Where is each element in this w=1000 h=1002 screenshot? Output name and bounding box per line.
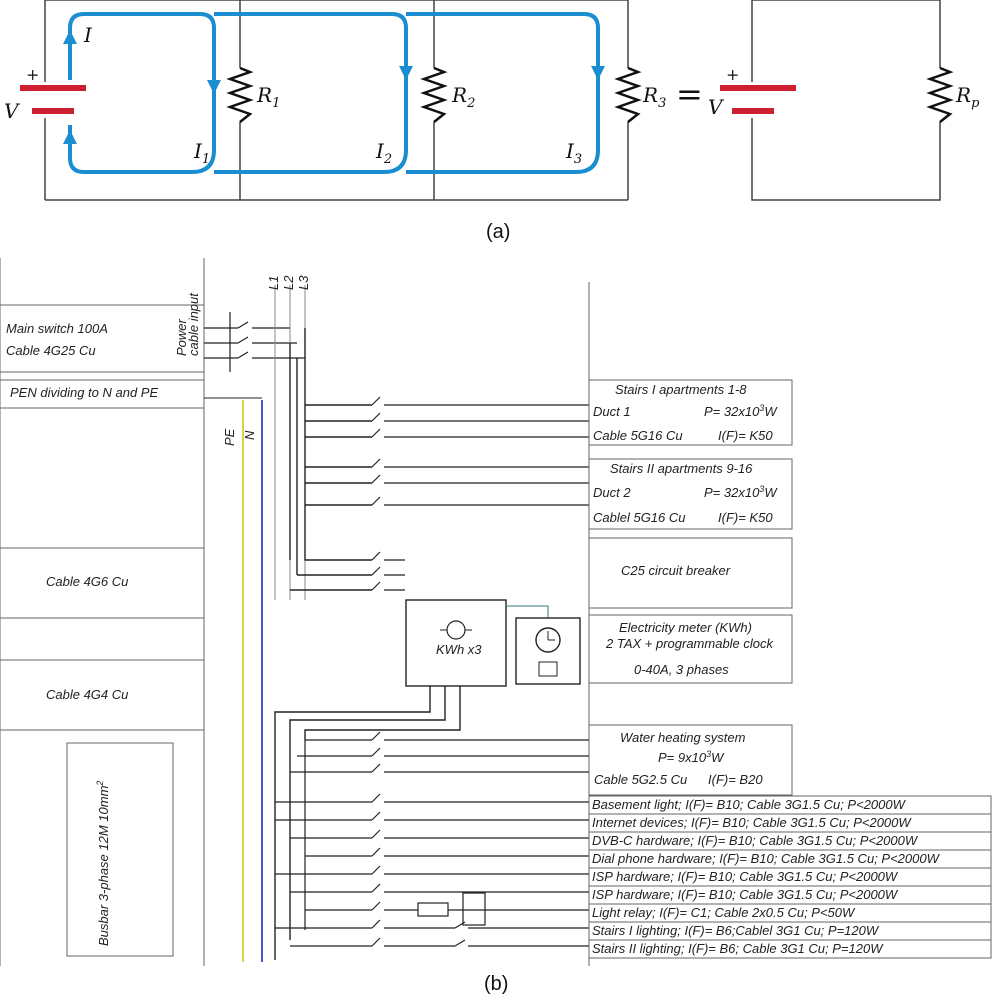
meter-box: Electricity meter (KWh) 2 TAX + programm… xyxy=(605,620,775,677)
circuit-row: Internet devices; I(F)= B10; Cable 3G1.5… xyxy=(592,815,912,830)
left-panel xyxy=(0,258,590,966)
main-switch-label: Main switch 100A xyxy=(6,321,108,336)
circuit-wires xyxy=(44,0,629,201)
resistor-r2 xyxy=(420,66,448,123)
water-fuse: I(F)= B20 xyxy=(708,772,763,787)
i2-label: I2 xyxy=(375,139,392,167)
part-b-distribution-board: KWh x3 xyxy=(0,258,992,995)
caption-b: (b) xyxy=(484,973,508,995)
stairs-1-cable: Cable 5G16 Cu xyxy=(593,428,683,443)
circuit-row: Basement light; I(F)= B10; Cable 3G1.5 C… xyxy=(592,797,907,812)
meter-line-3: 0-40A, 3 phases xyxy=(634,662,729,677)
rp-label: Rp xyxy=(955,83,980,111)
stairs-1-box: Stairs I apartments 1-8 Duct 1 P= 32x103… xyxy=(593,382,778,443)
resistor-r1 xyxy=(226,66,254,123)
resistor-labels: R1 R2 R3 xyxy=(256,83,666,111)
circuit-row: Dial phone hardware; I(F)= B10; Cable 3G… xyxy=(592,851,941,866)
stairs-2-cable: Cablel 5G16 Cu xyxy=(593,510,686,525)
kwh-label: KWh x3 xyxy=(436,642,482,657)
equivalent-circuit: + V Rp xyxy=(708,0,980,201)
water-heating-box: Water heating system P= 9x103W Cable 5G2… xyxy=(594,730,763,787)
eq-plus-label: + xyxy=(726,65,739,84)
kwh-meter: KWh x3 xyxy=(405,599,549,687)
r3-label: R3 xyxy=(642,83,666,111)
left-labels: Main switch 100A Cable 4G25 Cu PEN divid… xyxy=(6,275,311,946)
cable-4g4-label: Cable 4G4 Cu xyxy=(46,687,128,702)
breakers-circuits xyxy=(275,731,589,947)
circuit-row: Stairs I lighting; I(F)= B6;Cablel 3G1 C… xyxy=(592,923,880,938)
clock-module xyxy=(515,617,581,685)
power-cable-input-label: Powercable input xyxy=(174,292,201,356)
circuit-row: Light relay; I(F)= C1; Cable 2x0.5 Cu; P… xyxy=(592,905,856,920)
r1-label: R1 xyxy=(256,83,280,111)
stairs-1-duct: Duct 1 xyxy=(593,404,631,419)
stairs-2-power: P= 32x103W xyxy=(704,484,778,500)
breakers-stairs xyxy=(371,396,589,591)
stairs-1-fuse: I(F)= K50 xyxy=(718,428,773,443)
r2-label: R2 xyxy=(451,83,475,111)
phase-l1-label: L1 xyxy=(266,276,281,290)
stairs-2-duct: Duct 2 xyxy=(593,485,631,500)
water-cable: Cable 5G2.5 Cu xyxy=(594,772,687,787)
right-boxes xyxy=(588,379,992,959)
i3-label: I3 xyxy=(565,139,582,167)
i1-label: I1 xyxy=(193,139,210,167)
busbar-label: Busbar 3-phase 12M 10mm2 xyxy=(95,781,111,946)
circuit-list: Basement light; I(F)= B10; Cable 3G1.5 C… xyxy=(592,797,941,956)
caption-a: (a) xyxy=(486,221,510,243)
branch-current-labels: I1 I2 I3 xyxy=(193,139,582,167)
phase-l2-label: L2 xyxy=(281,275,296,290)
battery-voltage-label: V xyxy=(4,99,21,123)
phase-l3-label: L3 xyxy=(296,275,311,290)
meter-outputs xyxy=(274,686,461,960)
meter-line-2: 2 TAX + programmable clock xyxy=(605,636,775,651)
water-power: P= 9x103W xyxy=(658,749,725,765)
current-arrows xyxy=(63,30,605,144)
main-cable-label: Cable 4G25 Cu xyxy=(6,343,96,358)
battery-symbol xyxy=(20,85,86,114)
phase-buses xyxy=(289,328,372,591)
circuit-row: ISP hardware; I(F)= B10; Cable 3G1.5 Cu;… xyxy=(592,869,899,884)
battery-plus-label: + xyxy=(26,65,39,84)
stairs-2-title: Stairs II apartments 9-16 xyxy=(610,461,753,476)
stairs-1-title: Stairs I apartments 1-8 xyxy=(615,382,747,397)
part-a-parallel-circuit: + V I R1 R2 R3 I1 I2 I3 = + V Rp (a) xyxy=(4,0,980,243)
eq-voltage-label: V xyxy=(708,95,725,119)
meter-line-1: Electricity meter (KWh) xyxy=(619,620,752,635)
equals-sign: = xyxy=(676,75,703,113)
circuit-row: ISP hardware; I(F)= B10; Cable 3G1.5 Cu;… xyxy=(592,887,899,902)
pe-label: PE xyxy=(222,428,237,446)
resistor-r3 xyxy=(614,66,642,123)
c25-label: C25 circuit breaker xyxy=(621,563,731,578)
stairs-2-fuse: I(F)= K50 xyxy=(718,510,773,525)
pen-label: PEN dividing to N and PE xyxy=(10,385,158,400)
circuit-row: Stairs II lighting; I(F)= B6; Cable 3G1 … xyxy=(592,941,884,956)
circuit-row: DVB-C hardware; I(F)= B10; Cable 3G1.5 C… xyxy=(592,833,919,848)
stairs-1-power: P= 32x103W xyxy=(704,403,778,419)
n-label: N xyxy=(242,430,257,440)
current-paths xyxy=(68,12,600,174)
stairs-2-box: Stairs II apartments 9-16 Duct 2 P= 32x1… xyxy=(593,461,778,525)
water-title: Water heating system xyxy=(620,730,746,745)
total-current-label: I xyxy=(83,23,93,47)
cable-4g6-label: Cable 4G6 Cu xyxy=(46,574,128,589)
